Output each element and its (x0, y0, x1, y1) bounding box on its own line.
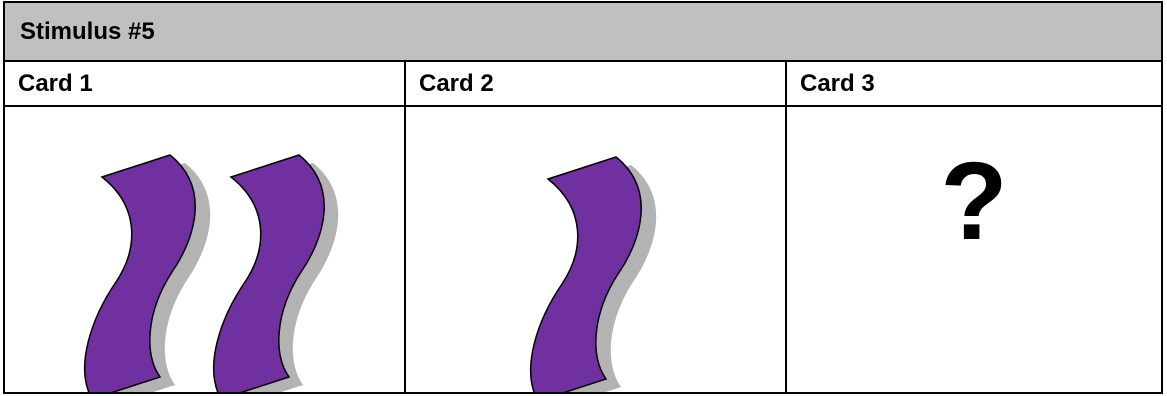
card-3-header: Card 3 (787, 62, 1161, 105)
card-3-image: ? (787, 107, 1161, 392)
card-content-row: ? (5, 107, 1161, 392)
card-header-row: Card 1 Card 2 Card 3 (5, 62, 1161, 107)
card-1-header: Card 1 (5, 62, 406, 105)
card-1-label: Card 1 (18, 70, 93, 98)
card-1-shapes (5, 107, 404, 392)
stimulus-title: Stimulus #5 (20, 18, 155, 46)
stimulus-table: Stimulus #5 Card 1 Card 2 Card 3 (3, 1, 1163, 394)
squiggle-shape-2 (214, 155, 339, 392)
question-mark: ? (787, 147, 1161, 257)
title-bar: Stimulus #5 (5, 3, 1161, 62)
card-2-image (406, 107, 787, 392)
squiggle-shape-1 (531, 157, 657, 392)
squiggle-shape-1 (85, 155, 211, 392)
card-2-header: Card 2 (406, 62, 787, 105)
card-2-shapes (406, 107, 787, 392)
card-2-label: Card 2 (419, 70, 494, 98)
card-3-label: Card 3 (800, 70, 875, 98)
card-1-image (5, 107, 406, 392)
